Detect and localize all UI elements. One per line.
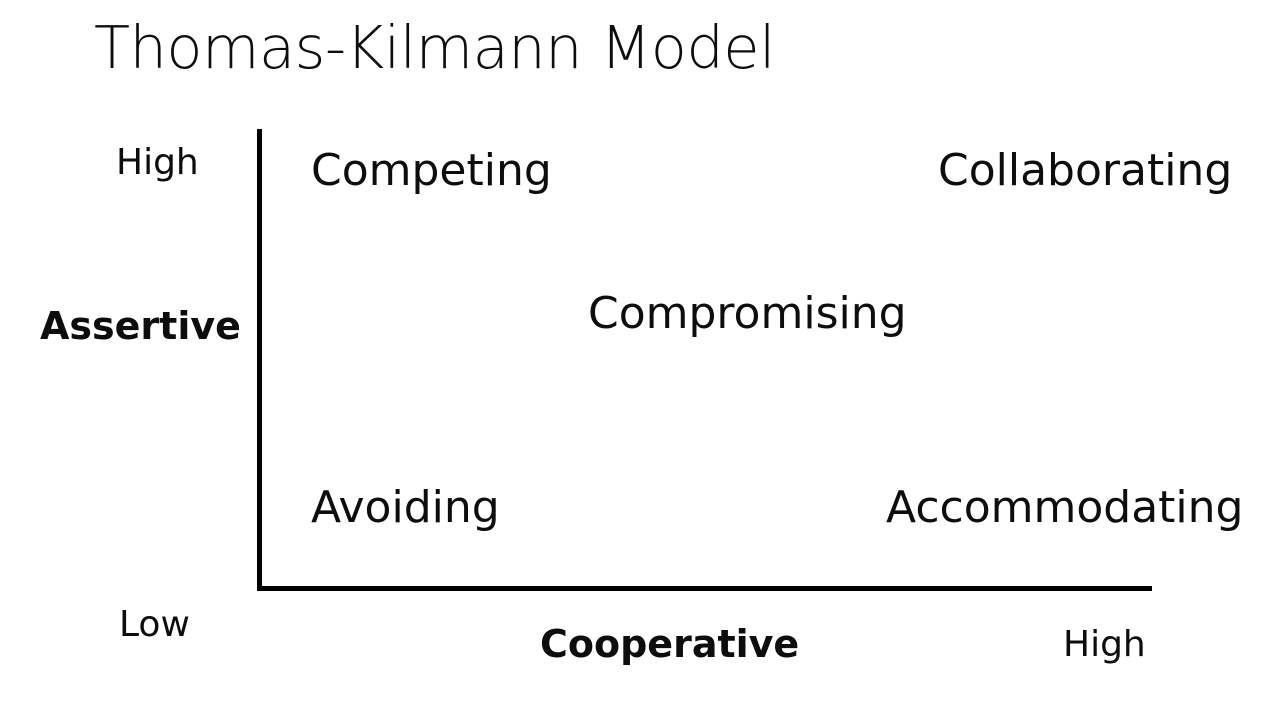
quadrant-label-collaborating: Collaborating (938, 145, 1233, 196)
x-axis-high-label: High (1063, 624, 1146, 665)
assertive-axis-line (257, 129, 262, 591)
page-title: Thomas-Kilmann Model (94, 13, 775, 82)
x-axis-title: Cooperative (540, 622, 800, 666)
quadrant-label-compromising: Compromising (588, 288, 907, 339)
quadrant-label-accommodating: Accommodating (886, 482, 1244, 533)
cooperative-axis-line (257, 586, 1152, 591)
quadrant-label-competing: Competing (311, 145, 552, 196)
y-axis-high-label: High (116, 142, 199, 183)
y-axis-low-label: Low (119, 604, 190, 645)
quadrant-label-avoiding: Avoiding (311, 482, 500, 533)
y-axis-title: Assertive (40, 304, 241, 348)
